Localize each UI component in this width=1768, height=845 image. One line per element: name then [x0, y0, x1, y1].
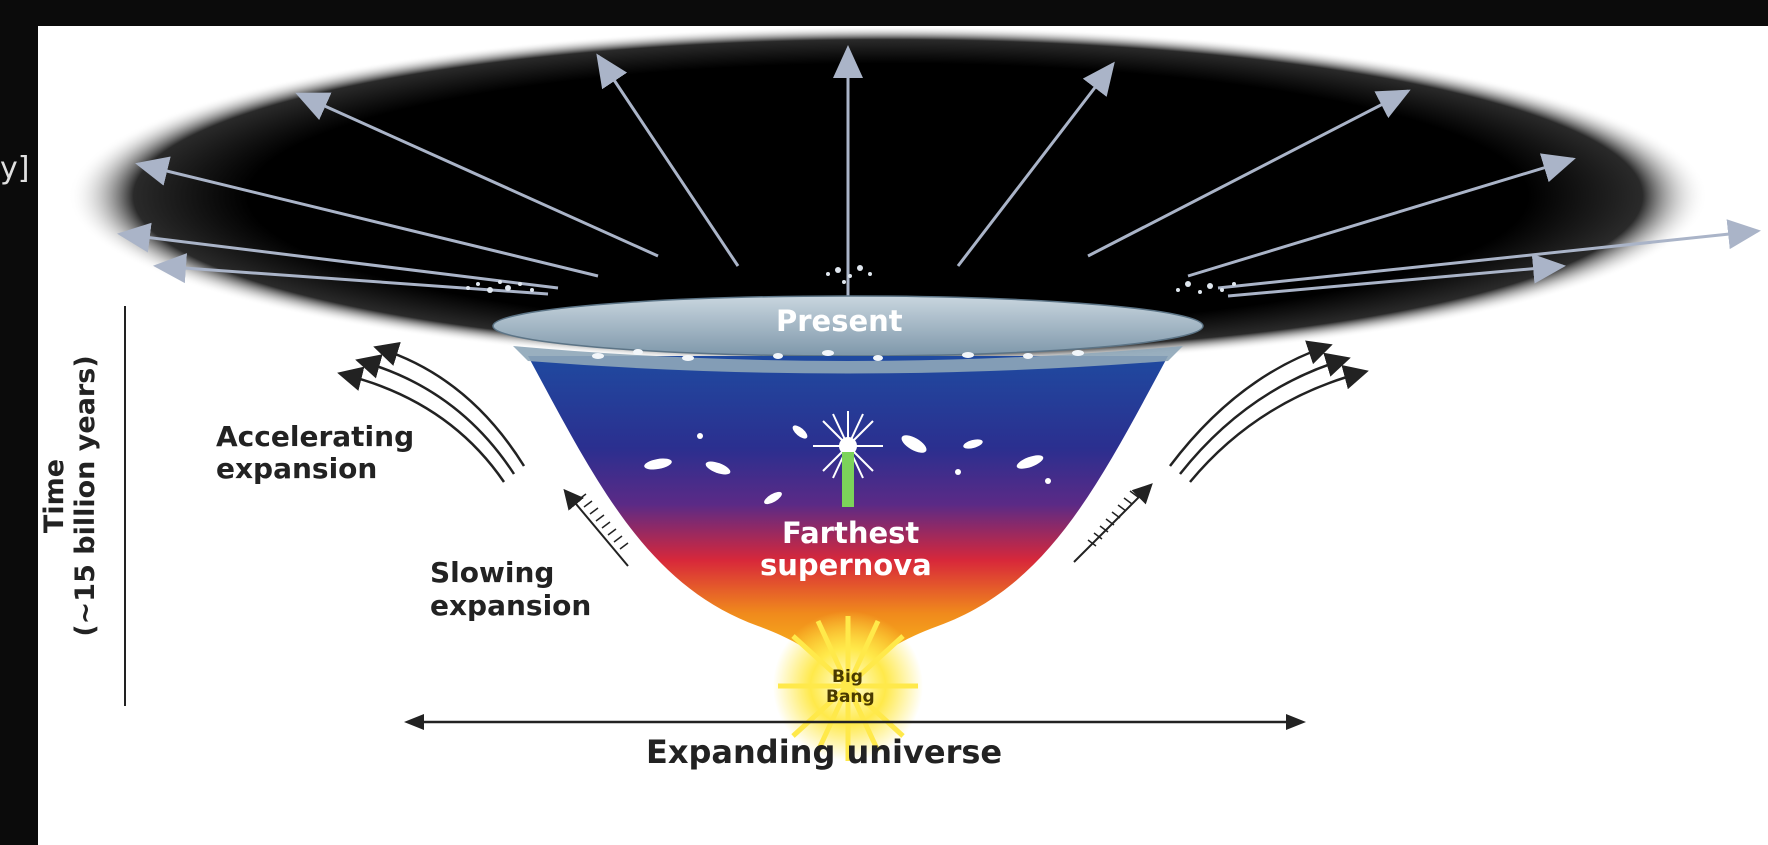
slowing-arrow-right — [1073, 483, 1153, 563]
galaxy-clusters — [466, 265, 1236, 294]
supernova-beam — [842, 452, 854, 507]
accelerating-arrows-right — [1169, 340, 1369, 483]
big-bang-line1: Big — [832, 667, 863, 687]
diagram-svg — [68, 26, 1761, 761]
time-label-line2: (~15 billion years) — [70, 355, 101, 637]
clipped-edge-text: y] — [0, 151, 30, 186]
farthest-supernova-line2: supernova — [760, 548, 932, 582]
slowing-label-line1: Slowing — [430, 556, 555, 589]
slowing-label-line2: expansion — [430, 589, 592, 622]
accelerating-arrows-left — [337, 342, 526, 483]
slowing-arrow-left — [563, 488, 629, 567]
expanding-universe-diagram: Present Accelerating expansion Slowing e… — [38, 26, 1768, 845]
accelerating-label-line1: Accelerating — [216, 420, 415, 453]
cone-galaxies — [644, 425, 1051, 505]
farthest-supernova-line1: Farthest — [782, 516, 920, 550]
universe-cone — [528, 356, 1168, 686]
expansion-rays — [117, 45, 1761, 298]
present-label: Present — [776, 304, 903, 338]
big-bang-line2: Bang — [826, 687, 875, 707]
big-bang-burst — [773, 611, 923, 761]
time-label-line1: Time — [39, 458, 70, 534]
accelerating-label-line2: expansion — [216, 452, 378, 485]
expanding-universe-label: Expanding universe — [646, 733, 1003, 771]
